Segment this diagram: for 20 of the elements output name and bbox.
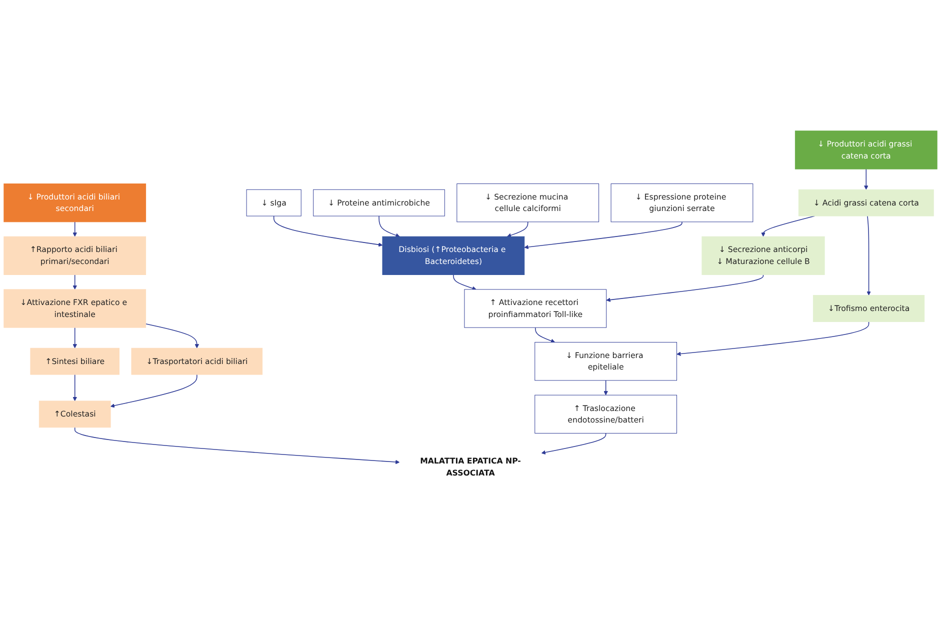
arrow [506, 222, 528, 238]
arrow [453, 274, 476, 290]
arrow [866, 216, 871, 296]
arrow [145, 323, 200, 348]
arrow [273, 216, 383, 247]
arrow [541, 432, 606, 455]
arrow [72, 374, 77, 402]
arrow [74, 427, 400, 464]
arrow [864, 168, 868, 190]
arrow [72, 274, 77, 290]
arrow [378, 216, 400, 238]
arrow [534, 327, 556, 343]
arrow [604, 380, 608, 396]
arrow [72, 327, 77, 348]
arrow [110, 374, 198, 408]
arrow [676, 321, 870, 356]
arrow [761, 216, 816, 237]
arrow [524, 222, 682, 250]
arrow [606, 274, 764, 302]
arrow [72, 222, 77, 237]
